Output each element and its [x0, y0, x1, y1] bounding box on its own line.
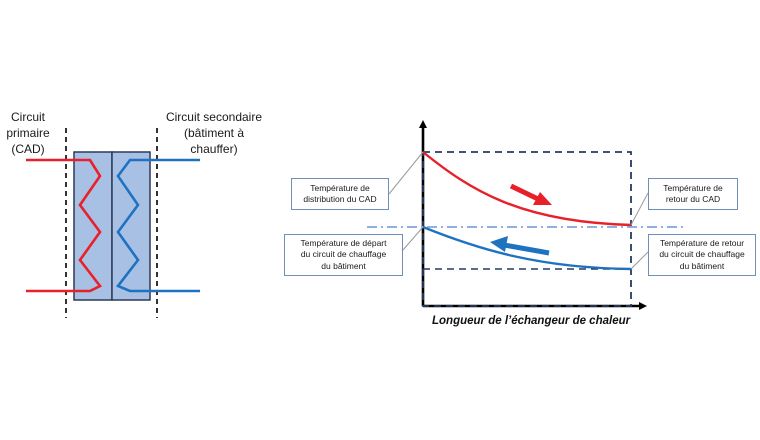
- secondary-circuit-label: Circuit secondaire (bâtiment à chauffer): [165, 110, 263, 156]
- primary-flow-arrowhead: [533, 192, 552, 205]
- callout-leader-building-start: [402, 226, 424, 251]
- exchanger-plate-right: [111, 151, 151, 301]
- secondary-circuit-pipe: [115, 158, 200, 293]
- callout-building-return-temperature: Température de retour du circuit de chau…: [648, 234, 756, 276]
- x-axis-title: Longueur de l’échangeur de chaleur: [432, 315, 631, 327]
- callout-building-start-temperature: Température de départ du circuit de chau…: [284, 234, 403, 276]
- callout-leader-return: [630, 192, 649, 226]
- secondary-flow-arrowhead: [490, 236, 508, 252]
- primary-temperature-curve: [422, 151, 632, 227]
- secondary-flow-direction-arrow: [503, 242, 550, 256]
- secondary-temperature-curve: [422, 225, 632, 271]
- primary-circuit-pipe: [26, 158, 102, 293]
- callout-leader-supply: [388, 151, 424, 195]
- callout-return-temperature: Température de retour du CAD: [648, 178, 738, 210]
- callout-leader-building-return: [630, 251, 649, 270]
- callout-supply-temperature: Température de distribution du CAD: [291, 178, 389, 210]
- primary-flow-direction-arrow: [509, 183, 540, 202]
- primary-circuit-label: Circuit primaire (CAD): [6, 110, 50, 156]
